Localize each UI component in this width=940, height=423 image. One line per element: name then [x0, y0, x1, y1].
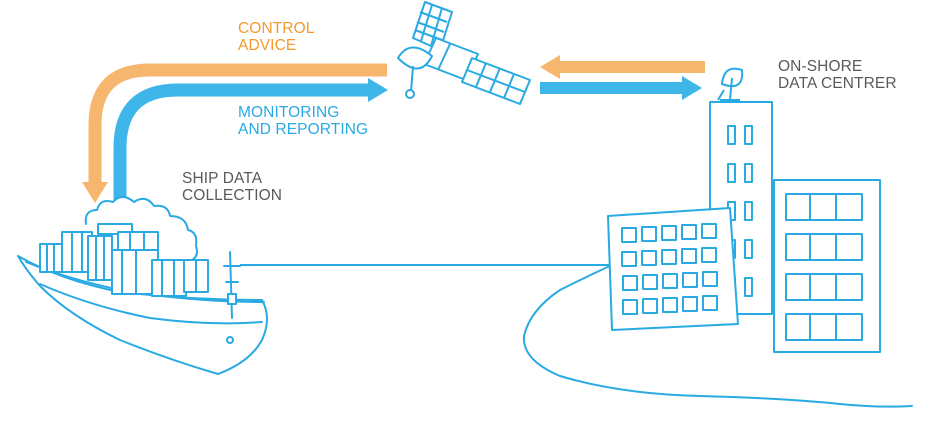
monitoring-arrowhead — [368, 78, 388, 102]
monitoring-arrow-path — [113, 83, 368, 205]
control-advice-arrow-path — [88, 63, 387, 182]
control-advice-label: CONTROL ADVICE — [238, 20, 314, 54]
control-advice-arrowhead — [82, 182, 108, 203]
onshore-data-centre-label: ON-SHORE DATA CENTRER — [778, 58, 897, 92]
control-advice-line2: ADVICE — [238, 37, 297, 54]
control-advice-line1: CONTROL — [238, 20, 315, 37]
ship-data-collection-label: SHIP DATA COLLECTION — [182, 170, 282, 204]
onshore-data-centre-line2: DATA CENTRER — [778, 75, 897, 92]
ship-data-collection-line1: SHIP DATA — [182, 170, 263, 187]
monitoring-reporting-label: MONITORING AND REPORTING — [238, 104, 368, 138]
onshore-data-centre-line1: ON-SHORE — [778, 58, 863, 75]
monitoring-reporting-line1: MONITORING — [238, 104, 340, 121]
container-ship-icon — [17, 196, 268, 375]
ship-data-collection-line2: COLLECTION — [182, 187, 283, 204]
datacentre-control-arrowhead — [540, 55, 560, 79]
monitoring-reporting-line2: AND REPORTING — [238, 121, 369, 138]
coastline — [522, 264, 913, 408]
office-buildings-icon — [607, 67, 881, 353]
satellite-icon — [397, 1, 531, 105]
satellite-dish-icon — [717, 67, 744, 101]
satellite-datacentre-arrowhead — [682, 76, 702, 100]
